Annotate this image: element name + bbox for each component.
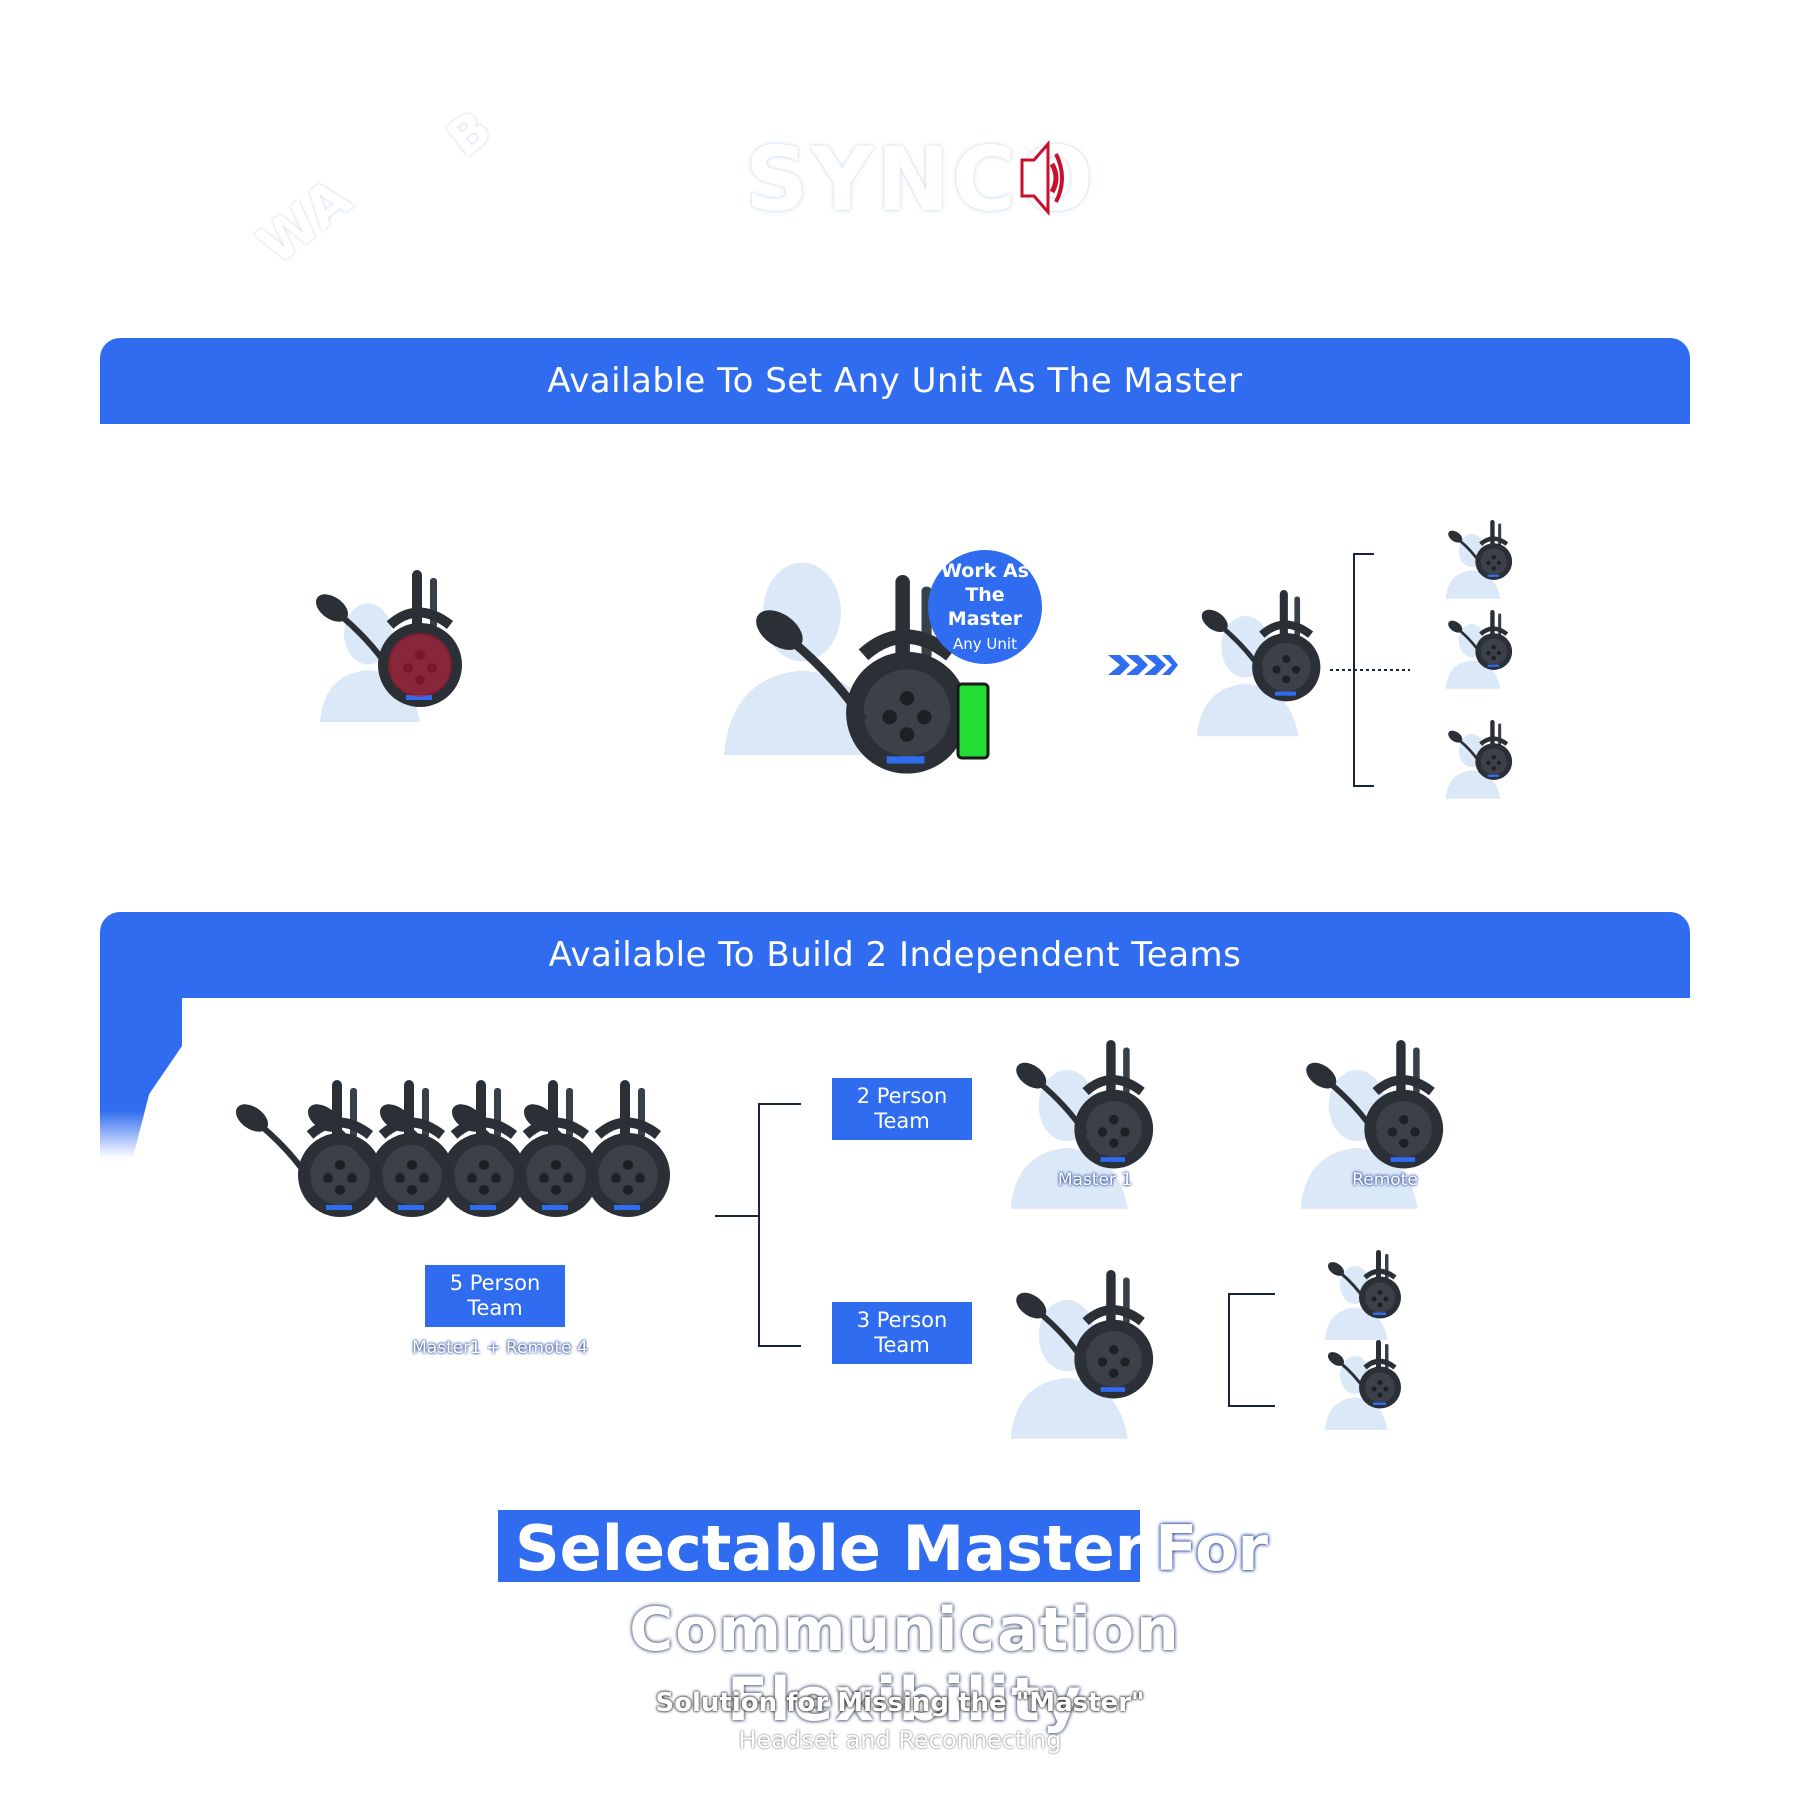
team2-caption-master: Master 1 [1057,1170,1133,1190]
headline-highlight [498,1510,1140,1582]
team3-line2: Team [874,1333,930,1357]
team3-remote-1 [1330,1250,1410,1340]
subheadline-2: Headset and Reconnecting [738,1726,1062,1754]
signal-arrows-icon [1108,655,1178,675]
team-5-badge: 5 Person Team [425,1265,565,1327]
watermark-b: B [436,99,502,169]
headline-flexibility: Communication Flexibility [629,1595,1181,1735]
team2-caption-remote: Remote [1352,1170,1418,1190]
team-3-badge: 3 Person Team [832,1302,972,1364]
work-as-master-badge: Work As The Master Any Unit [928,550,1042,664]
headset-master [724,562,960,780]
team-2-badge: 2 Person Team [832,1078,972,1140]
speaker-icon [1020,140,1064,216]
banner-set-master: Available To Set Any Unit As The Master [100,338,1690,424]
headline-selectable-master: Selectable Master [515,1512,1146,1585]
headline-for: For [1155,1512,1269,1585]
badge-line1: Work As [941,560,1029,582]
bracket-network [1330,553,1410,787]
headset-remote-3 [1450,720,1520,799]
bracket-teams [715,1103,801,1347]
headset-remote-2 [1450,610,1520,689]
headset-remote-1 [1450,520,1520,599]
team3-master-headset [1020,1270,1170,1439]
bracket-team3 [1228,1293,1275,1407]
team3-line1: 3 Person [856,1308,948,1332]
badge-line2: The Master [947,584,1023,630]
team5-line1: 5 Person [449,1271,541,1295]
watermark-a: WA [246,166,363,277]
team5-line2: Team [467,1296,523,1320]
left-decoration [100,998,182,1158]
subheadline-1: Solution for Missing the "Master" [655,1688,1145,1718]
badge-line3: Any Unit [953,635,1017,653]
team2-line2: Team [874,1109,930,1133]
team5-caption: Master1 + Remote 4 [412,1338,588,1358]
banner-build-teams: Available To Build 2 Independent Teams [100,912,1690,998]
team3-remote-2 [1330,1340,1410,1430]
team2-master-headset [1020,1040,1170,1209]
team2-remote-headset [1310,1040,1460,1209]
headset-network-center [1205,590,1335,737]
team2-line1: 2 Person [856,1084,948,1108]
battery-icon [956,682,990,760]
five-headsets [240,1080,680,1240]
headset-left [320,570,480,722]
